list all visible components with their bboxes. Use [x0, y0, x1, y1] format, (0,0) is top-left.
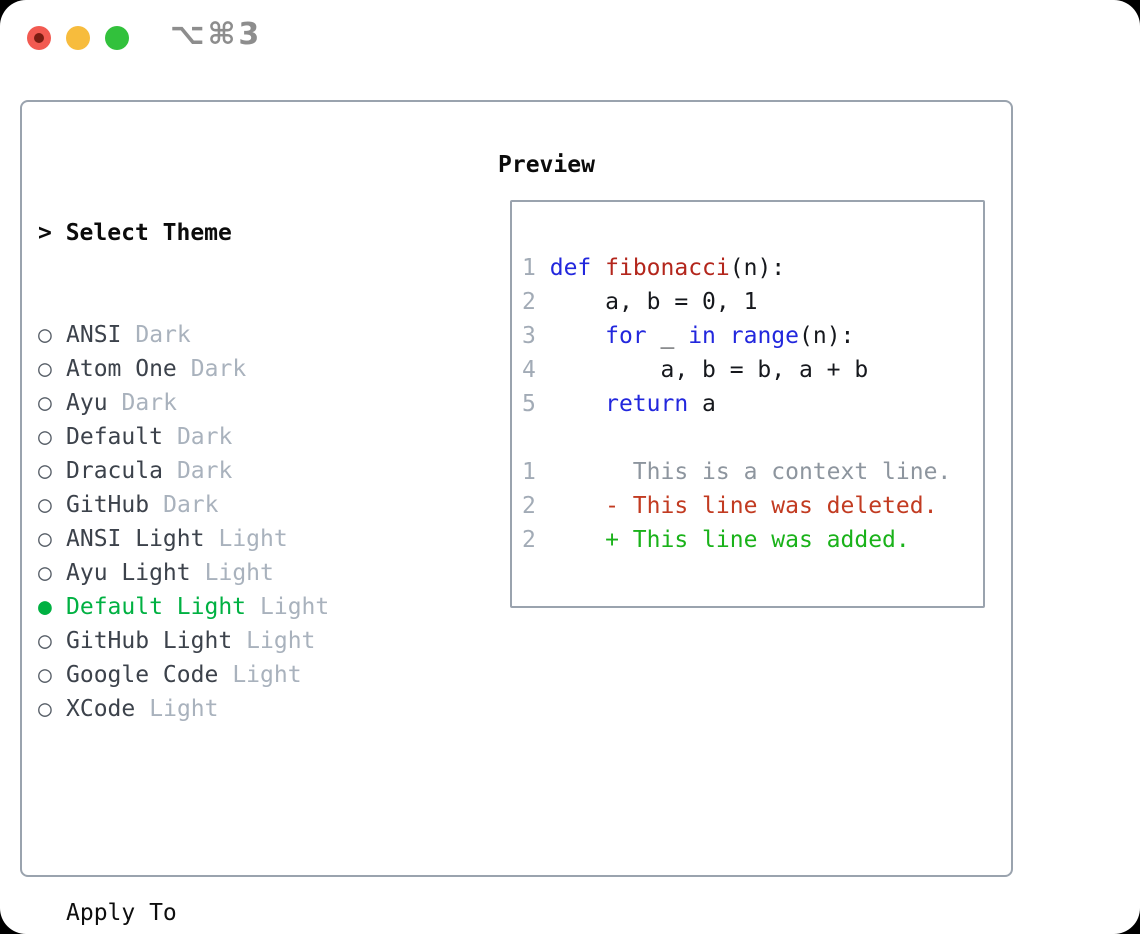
theme-option[interactable]: ○ GitHub Light Light [38, 624, 498, 658]
radio-icon: ○ [38, 390, 52, 416]
option-variant-tag: Light [218, 526, 288, 552]
line-number: 2 [522, 493, 536, 519]
option-variant-tag: Dark [121, 390, 177, 416]
window-title: ⌥⌘3 [170, 17, 263, 52]
theme-option[interactable]: ● Default Light Light [38, 590, 498, 624]
preview-header: Preview [498, 152, 595, 178]
apply-to-header: Apply To [66, 900, 177, 926]
radio-icon: ○ [38, 322, 52, 348]
option-label: Dracula [66, 458, 163, 484]
traffic-lights [27, 26, 129, 50]
code-line: 1 This is a context line. [522, 459, 952, 485]
theme-option[interactable]: ○ Ayu Dark [38, 386, 498, 420]
option-label: XCode [66, 696, 136, 722]
theme-option[interactable]: ○ Ayu Light Light [38, 556, 498, 590]
radio-icon: ○ [38, 492, 52, 518]
option-label: GitHub Light [66, 628, 233, 654]
code-line: 2 - This line was deleted. [522, 493, 938, 519]
theme-option[interactable]: ○ ANSI Dark [38, 318, 498, 352]
radio-icon: ○ [38, 526, 52, 552]
line-number: 1 [522, 459, 536, 485]
select-theme-header: > Select Theme [38, 216, 498, 250]
line-number: 2 [522, 289, 536, 315]
code-line: 5 return a [522, 391, 716, 417]
line-number: 3 [522, 323, 536, 349]
radio-icon: ○ [38, 628, 52, 654]
option-variant-tag: Light [204, 560, 274, 586]
option-label: Ayu Light [66, 560, 191, 586]
select-theme-label: Select Theme [65, 220, 232, 246]
radio-icon: ○ [38, 560, 52, 586]
radio-icon: ○ [38, 424, 52, 450]
option-label: Ayu [66, 390, 108, 416]
option-variant-tag: Light [232, 662, 302, 688]
preview-pane: Preview 1 def fibonacci(n): 2 a, b = 0, 1… [498, 148, 995, 875]
option-label: ANSI [66, 322, 122, 348]
line-number: 2 [522, 527, 536, 553]
code-preview-box: 1 def fibonacci(n): 2 a, b = 0, 1 3 for _ … [510, 200, 985, 608]
line-number: 4 [522, 357, 536, 383]
radio-icon: ○ [38, 458, 52, 484]
cursor-chevron-icon: > [38, 220, 66, 246]
radio-icon: ● [38, 594, 52, 620]
option-variant-tag: Light [149, 696, 219, 722]
option-label: ANSI Light [66, 526, 205, 552]
code-line: 2 + This line was added. [522, 527, 910, 553]
zoom-button-icon[interactable] [105, 26, 129, 50]
theme-option[interactable]: ○ Google Code Light [38, 658, 498, 692]
theme-option[interactable]: ○ Dracula Dark [38, 454, 498, 488]
theme-option[interactable]: ○ XCode Light [38, 692, 498, 726]
spacer [38, 794, 498, 828]
theme-option[interactable]: ○ ANSI Light Light [38, 522, 498, 556]
minimize-button-icon[interactable] [66, 26, 90, 50]
code-line: 3 for _ in range(n): [522, 323, 855, 349]
radio-icon: ○ [38, 696, 52, 722]
option-variant-tag: Dark [176, 424, 233, 450]
theme-option[interactable]: ○ Default Dark [38, 420, 498, 454]
radio-icon: ○ [38, 662, 52, 688]
line-number: 1 [522, 255, 536, 281]
option-variant-tag: Light [246, 628, 316, 654]
option-variant-tag: Light [260, 594, 330, 620]
close-button-icon[interactable] [27, 26, 51, 50]
code-line [522, 421, 983, 455]
option-label: Atom One [66, 356, 177, 382]
theme-option[interactable]: ○ Atom One Dark [38, 352, 498, 386]
option-variant-tag: Dark [190, 356, 247, 382]
option-label: Default Light [66, 594, 247, 620]
code-line: 2 a, b = 0, 1 [522, 289, 758, 315]
theme-option[interactable]: ○ GitHub Dark [38, 488, 498, 522]
option-label: GitHub [66, 492, 150, 518]
option-label: Default [66, 424, 163, 450]
line-number: 5 [522, 391, 536, 417]
option-variant-tag: Dark [135, 322, 191, 348]
option-label: Google Code [66, 662, 219, 688]
option-variant-tag: Dark [163, 492, 219, 518]
titlebar: ⌥⌘3 [0, 0, 1140, 100]
radio-icon: ○ [38, 356, 52, 382]
option-variant-tag: Dark [176, 458, 233, 484]
code-line: 4 a, b = b, a + b [522, 357, 869, 383]
code-line: 1 def fibonacci(n): [522, 255, 786, 281]
